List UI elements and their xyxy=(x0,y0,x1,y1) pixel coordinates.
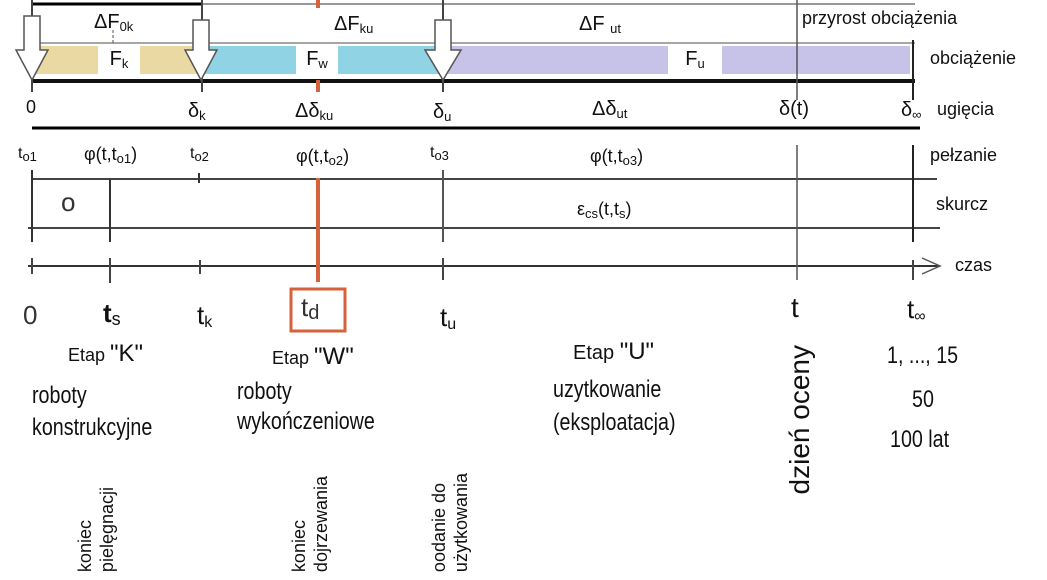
load-arrow-icon xyxy=(423,19,463,82)
creep-phi-2: φ(t,to2) xyxy=(296,146,350,168)
td-highlight-box xyxy=(289,287,347,333)
time-arrow-icon xyxy=(921,257,942,275)
stage-k-line2: konstrukcyjne xyxy=(32,414,153,441)
deflection-inf: δ∞ xyxy=(901,99,922,122)
row-label-shrinkage: skurcz xyxy=(936,194,989,214)
delta-f-ut: ΔF ut xyxy=(579,13,621,36)
time-ts: ts xyxy=(103,298,121,329)
time-tinf: t∞ xyxy=(907,294,926,325)
load-arrow-icon xyxy=(183,19,219,82)
row-label-load-increment: przyrost obciążenia xyxy=(802,8,958,28)
row-label-time: czas xyxy=(955,255,993,275)
delta-f-ku: ΔFku xyxy=(334,13,374,36)
deflection-du: δu xyxy=(433,101,452,124)
shrinkage-o: o xyxy=(61,187,76,217)
assessment-day-label: dzień oceny xyxy=(784,345,815,495)
load-fu: Fu xyxy=(668,46,722,77)
lifetime-1: 1, ..., 15 xyxy=(887,342,959,369)
stage-w-line2: wykończeniowe xyxy=(237,408,375,435)
time-tk: tk xyxy=(197,300,213,331)
deflection-delta-ut: Δδut xyxy=(592,98,628,121)
time-td: td xyxy=(301,292,320,324)
time-t: t xyxy=(791,292,799,323)
stage-u-line2: (eksploatacja) xyxy=(553,409,676,436)
time-zero: 0 xyxy=(23,300,38,330)
stage-w-title: Etap "W" xyxy=(272,343,354,370)
row-label-creep: pełzanie xyxy=(930,145,998,165)
stage-u-line1: uzytkowanie xyxy=(553,376,662,403)
creep-to3: to3 xyxy=(430,144,449,163)
stage-w-line1: roboty xyxy=(237,378,292,405)
stage-u-title: Etap "U" xyxy=(573,338,655,365)
delta-f-0k: ΔF0k xyxy=(94,11,134,34)
load-arrow-icon xyxy=(14,15,50,82)
time-tu: tu xyxy=(440,302,457,333)
deflection-zero: 0 xyxy=(26,97,37,117)
lifetime-3: 100 lat xyxy=(890,426,950,453)
creep-to2: to2 xyxy=(190,145,209,164)
stage-k-line1: roboty xyxy=(32,382,87,409)
deflection-dk: δk xyxy=(188,100,206,123)
deflection-delta-ku: Δδku xyxy=(295,100,334,123)
stage-k-title: Etap "K" xyxy=(68,340,144,367)
creep-to1: to1 xyxy=(18,145,37,164)
deflection-t: δ(t) xyxy=(779,98,810,120)
row-label-deflection: ugięcia xyxy=(937,99,995,119)
shrinkage-eps: εcs(t,ts) xyxy=(577,199,632,221)
load-fk: Fk xyxy=(98,46,140,77)
row-label-load: obciążenie xyxy=(930,48,1017,68)
creep-phi-1: φ(t,to1) xyxy=(84,144,138,166)
load-fw: Fw xyxy=(296,46,338,77)
lifetime-2: 50 xyxy=(912,386,934,413)
creep-phi-3: φ(t,to3) xyxy=(590,146,644,168)
